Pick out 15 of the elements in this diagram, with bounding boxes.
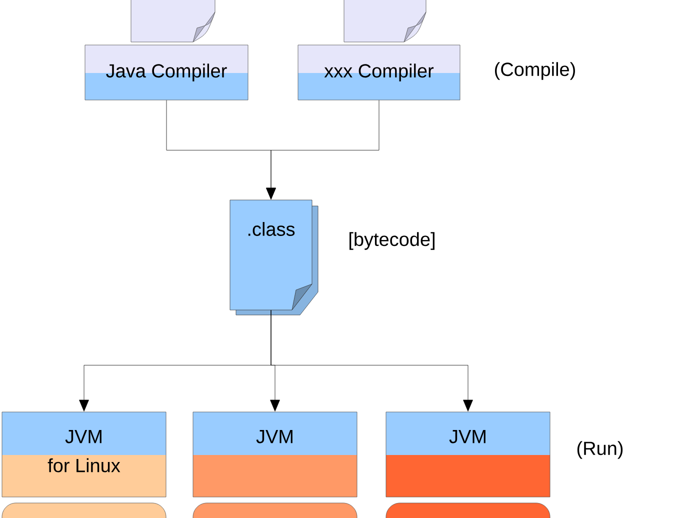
side-note: [bytecode] [350, 232, 434, 250]
jvm-box: JVM [386, 412, 550, 498]
compiler-box: xxx Compiler [298, 44, 460, 100]
rounded-box [386, 502, 550, 518]
arrow [270, 310, 473, 412]
document-icon [130, 0, 216, 42]
side-note: (Compile) [495, 62, 575, 80]
document-icon [344, 0, 426, 42]
rounded-box [2, 502, 166, 518]
jvm-box: JVM for Linux [2, 412, 166, 498]
compiler-box: Java Compiler [84, 44, 248, 100]
rounded-box [192, 502, 358, 518]
jvm-box: JVM [192, 412, 358, 498]
side-note: (Run) [577, 441, 623, 459]
arrow [266, 100, 380, 200]
